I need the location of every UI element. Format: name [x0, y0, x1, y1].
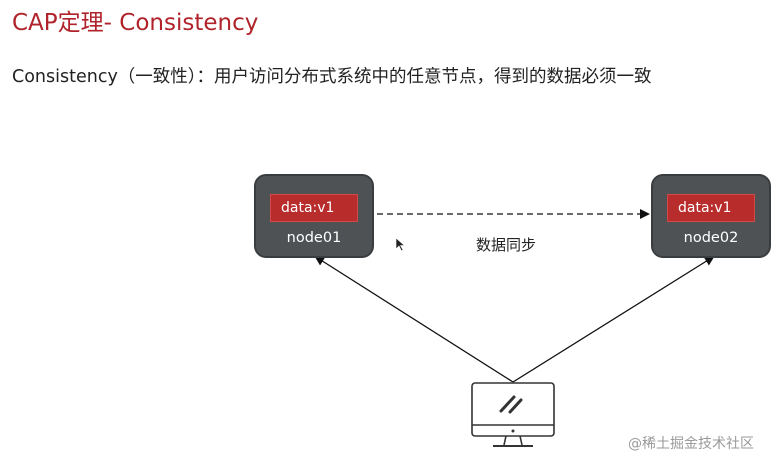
sync-label: 数据同步 [476, 236, 537, 254]
node01-data-badge: data:v1 [270, 194, 358, 222]
client-to-node01-arrow [314, 255, 514, 383]
node02-data-badge: data:v1 [667, 194, 755, 222]
node02-label: node02 [683, 230, 739, 246]
node01-box: data:v1 node01 [254, 174, 374, 258]
node01-label: node01 [286, 230, 342, 246]
monitor-icon [471, 382, 555, 447]
page-title: CAP定理- Consistency [12, 10, 259, 36]
watermark: @稀土掘金技术社区 [628, 436, 754, 452]
node02-box: data:v1 node02 [651, 174, 771, 258]
client-to-node02-arrow [512, 255, 715, 383]
consistency-description: Consistency（一致性）：用户访问分布式系统中的任意节点，得到的数据必须… [12, 67, 652, 87]
mouse-cursor-icon [395, 237, 406, 252]
